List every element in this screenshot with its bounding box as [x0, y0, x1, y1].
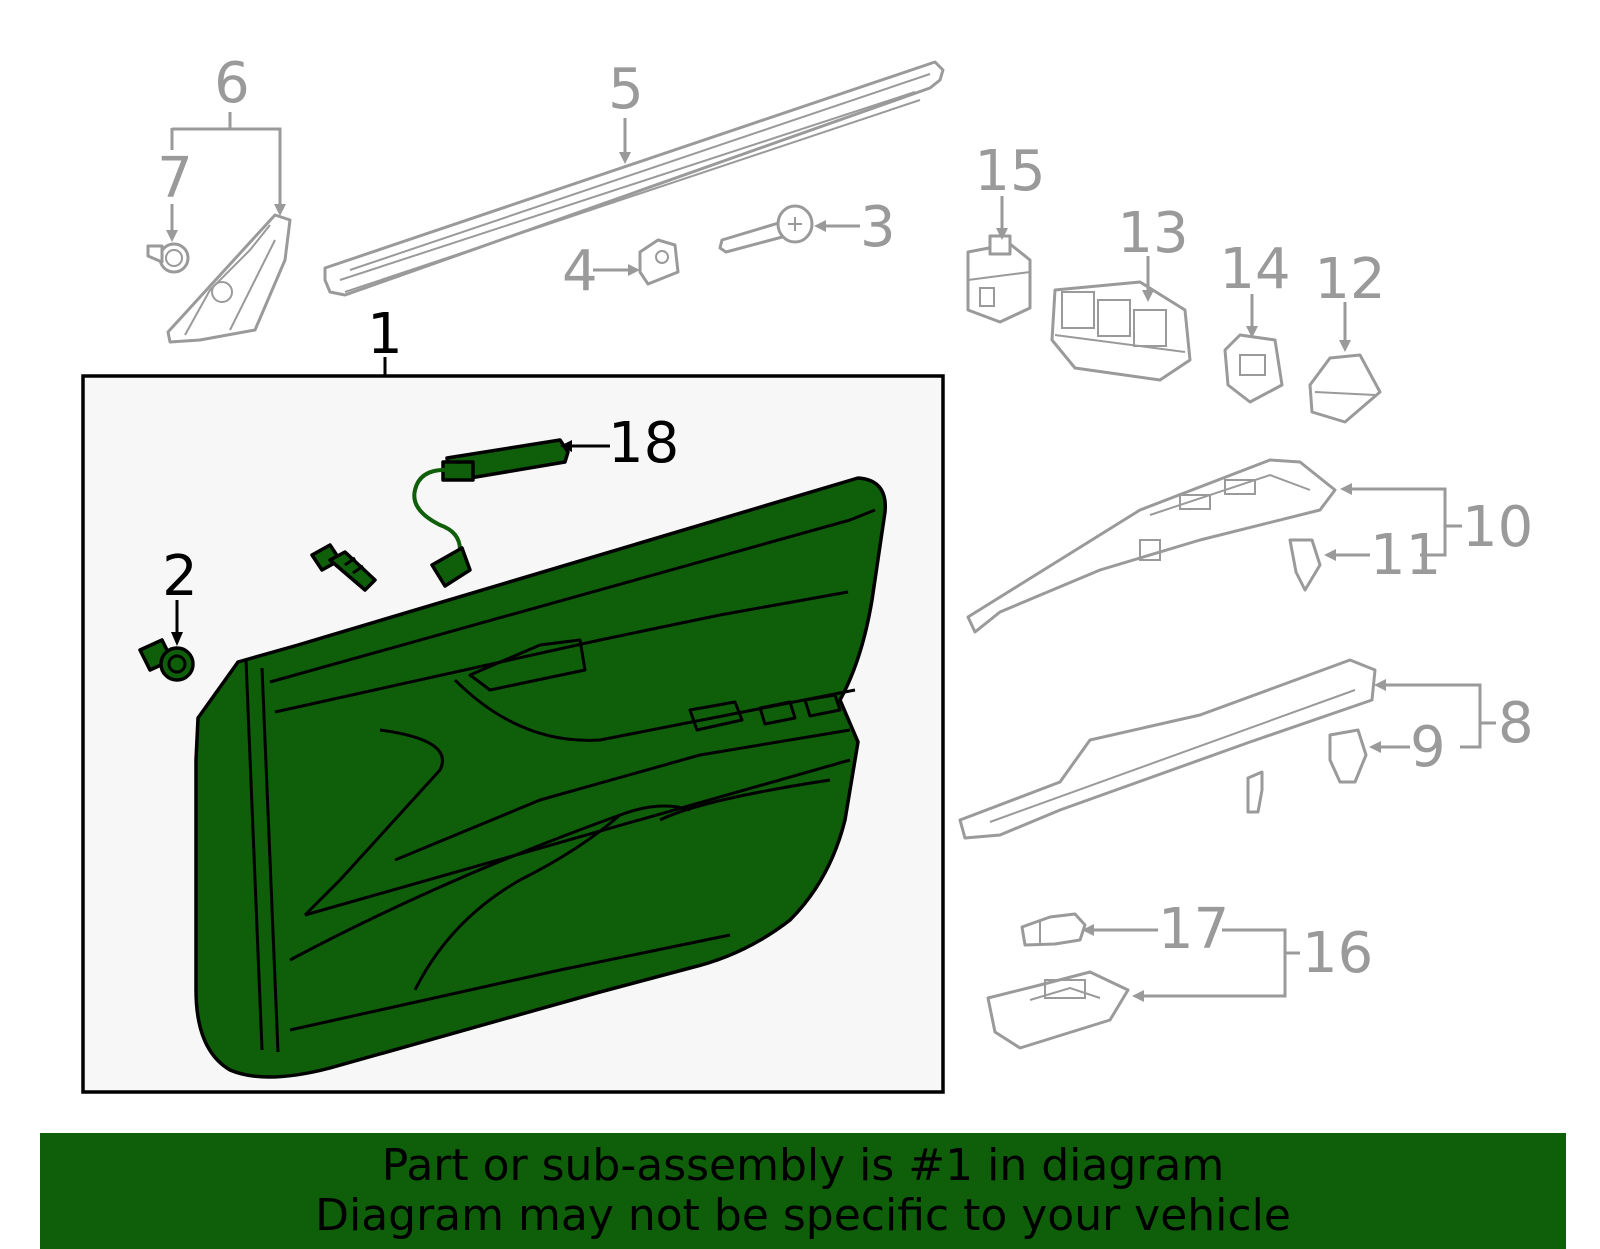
callout-5: 5	[608, 57, 644, 122]
part-11-clip[interactable]	[1288, 538, 1322, 592]
callout-1: 1	[367, 302, 403, 367]
callout-9: 9	[1410, 715, 1446, 780]
part-15-switch[interactable]	[966, 234, 1032, 324]
part-1-door-trim-panel[interactable]	[194, 476, 887, 1079]
part-4-clip[interactable]	[638, 238, 680, 286]
callout-15: 15	[974, 139, 1045, 204]
panel-screw[interactable]	[310, 543, 377, 592]
part-7-clip[interactable]	[146, 242, 190, 274]
part-6-corner-cover[interactable]	[166, 213, 292, 344]
banner-line-2: Diagram may not be specific to your vehi…	[315, 1190, 1291, 1241]
part-12-switch[interactable]	[1308, 353, 1382, 424]
callout-14: 14	[1219, 237, 1290, 302]
part-8-trim-strip[interactable]	[958, 658, 1377, 840]
callout-13: 13	[1117, 201, 1188, 266]
info-banner: Part or sub-assembly is #1 in diagram Di…	[40, 1133, 1566, 1249]
part-3-screw[interactable]	[718, 204, 814, 254]
part-10-armrest-base[interactable]	[966, 458, 1337, 634]
callout-12: 12	[1314, 247, 1385, 312]
part-5-weatherstrip[interactable]	[323, 60, 945, 297]
callout-10: 10	[1462, 495, 1533, 560]
part-13-master-switch[interactable]	[1050, 280, 1192, 382]
part-18-harness[interactable]	[412, 438, 570, 588]
callout-16: 16	[1302, 921, 1373, 986]
callout-6: 6	[214, 51, 250, 116]
callout-17: 17	[1158, 897, 1229, 962]
part-14-switch[interactable]	[1223, 333, 1284, 404]
part-16-lamp[interactable]	[986, 970, 1130, 1050]
callout-11: 11	[1370, 523, 1441, 588]
callout-3: 3	[860, 195, 896, 260]
callout-18: 18	[608, 411, 679, 476]
part-2-clip[interactable]	[138, 638, 195, 682]
banner-line-1: Part or sub-assembly is #1 in diagram	[381, 1140, 1225, 1191]
part-17-bulb[interactable]	[1020, 912, 1087, 947]
callout-7: 7	[157, 146, 193, 211]
part-9-clip[interactable]	[1328, 728, 1368, 784]
callout-2: 2	[162, 544, 198, 609]
callout-8: 8	[1498, 691, 1534, 756]
callout-4: 4	[562, 239, 598, 304]
